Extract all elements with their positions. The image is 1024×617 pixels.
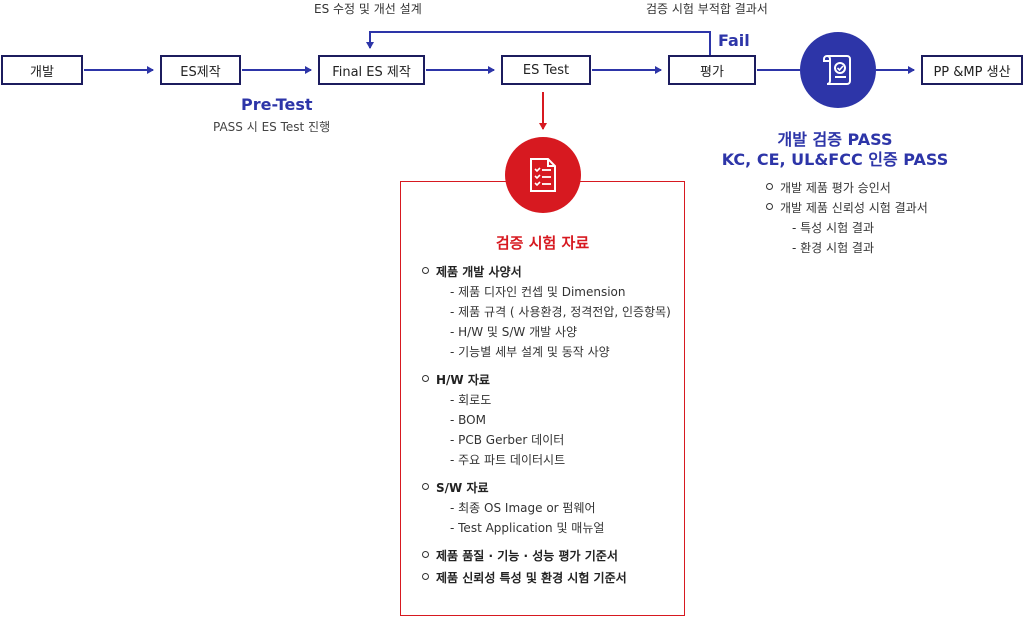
pass-list-item-text: 개발 제품 신뢰성 시험 결과서 — [780, 201, 928, 215]
docs-section-heading: 제품 개발 사양서 — [422, 262, 671, 282]
docs-section-heading: H/W 자료 — [422, 370, 671, 390]
docs-section: H/W 자료 - 회로도 - BOM - PCB Gerber 데이터 - 주요… — [422, 370, 671, 470]
pass-list-item: 개발 제품 신뢰성 시험 결과서 — [766, 198, 928, 218]
node-pp-mp: PP &MP 생산 — [921, 55, 1023, 85]
docs-section-item: - 주요 파트 데이터시트 — [450, 453, 566, 467]
pass-title: 개발 검증 PASS KC, CE, UL&FCC 인증 PASS — [720, 130, 950, 170]
pass-list-item: 개발 제품 평가 승인서 — [766, 178, 928, 198]
bullet-circle-icon — [422, 573, 429, 580]
docs-section-heading-text: 제품 개발 사양서 — [436, 265, 522, 279]
docs-title: 검증 시험 자료 — [495, 234, 590, 252]
node-eval-label: 평가 — [700, 64, 724, 80]
node-es-test-label: ES Test — [522, 62, 570, 78]
docs-sections: 제품 개발 사양서 - 제품 디자인 컨셉 및 Dimension - 제품 규… — [422, 262, 671, 590]
note-fail-result: 검증 시험 부적합 결과서 — [646, 2, 768, 16]
docs-section-item: - PCB Gerber 데이터 — [450, 433, 565, 447]
docs-section-heading-text: H/W 자료 — [436, 373, 490, 387]
pretest-subtitle: PASS 시 ES Test 진행 — [213, 120, 331, 134]
fail-loop-arrow — [366, 31, 711, 55]
pass-list-subitem: - 특성 시험 결과 — [792, 221, 875, 235]
docs-section-heading: S/W 자료 — [422, 478, 671, 498]
docs-section-item: - 제품 디자인 컨셉 및 Dimension — [450, 285, 626, 299]
pass-title-line1: 개발 검증 PASS — [777, 130, 893, 149]
docs-section-item: - H/W 및 S/W 개발 사양 — [450, 325, 578, 339]
docs-section-item: - 제품 규격 ( 사용환경, 정격전압, 인증항목) — [450, 305, 671, 319]
pass-list-item-text: 개발 제품 평가 승인서 — [780, 181, 891, 195]
bullet-circle-icon — [766, 183, 773, 190]
docs-tail-item-text: 제품 신뢰성 특성 및 환경 시험 기준서 — [436, 571, 627, 585]
docs-section-item: - BOM — [450, 413, 486, 427]
node-final-es: Final ES 제작 — [318, 55, 425, 85]
docs-tail: 제품 품질 · 기능 · 성능 평가 기준서 제품 신뢰성 특성 및 환경 시험… — [422, 546, 671, 588]
node-pp-mp-label: PP &MP 생산 — [933, 64, 1011, 80]
bullet-circle-icon — [422, 375, 429, 382]
docs-circle — [505, 137, 581, 213]
pass-list: 개발 제품 평가 승인서 개발 제품 신뢰성 시험 결과서 - 특성 시험 결과… — [766, 178, 928, 258]
docs-section: S/W 자료 - 최종 OS Image or 펌웨어 - Test Appli… — [422, 478, 671, 538]
note-es-fix: ES 수정 및 개선 설계 — [314, 2, 422, 16]
pass-list-subitem: - 환경 시험 결과 — [792, 241, 875, 255]
docs-section-item: - 기능별 세부 설계 및 동작 사양 — [450, 345, 610, 359]
node-es-test: ES Test — [501, 55, 591, 85]
docs-tail-item: 제품 신뢰성 특성 및 환경 시험 기준서 — [422, 568, 671, 588]
bullet-circle-icon — [422, 551, 429, 558]
node-dev-label: 개발 — [30, 64, 54, 80]
pass-title-line2: KC, CE, UL&FCC 인증 PASS — [721, 150, 949, 169]
docs-tail-item-text: 제품 품질 · 기능 · 성능 평가 기준서 — [436, 549, 618, 563]
node-dev: 개발 — [1, 55, 83, 85]
certificate-icon — [823, 54, 851, 85]
docs-section-item: - Test Application 및 매뉴얼 — [450, 521, 605, 535]
node-es-make-label: ES제작 — [180, 64, 221, 80]
pass-circle — [800, 32, 876, 108]
docs-tail-item: 제품 품질 · 기능 · 성능 평가 기준서 — [422, 546, 671, 566]
fail-label: Fail — [718, 31, 750, 50]
bullet-circle-icon — [422, 483, 429, 490]
checklist-document-icon — [530, 158, 556, 192]
docs-section: 제품 개발 사양서 - 제품 디자인 컨셉 및 Dimension - 제품 규… — [422, 262, 671, 362]
docs-section-heading-text: S/W 자료 — [436, 481, 489, 495]
bullet-circle-icon — [422, 267, 429, 274]
bullet-circle-icon — [766, 203, 773, 210]
docs-section-item: - 최종 OS Image or 펌웨어 — [450, 501, 596, 515]
node-es-make: ES제작 — [160, 55, 241, 85]
docs-section-item: - 회로도 — [450, 393, 492, 407]
node-final-es-label: Final ES 제작 — [332, 64, 411, 80]
pretest-title: Pre-Test — [241, 95, 313, 114]
node-eval: 평가 — [668, 55, 756, 85]
